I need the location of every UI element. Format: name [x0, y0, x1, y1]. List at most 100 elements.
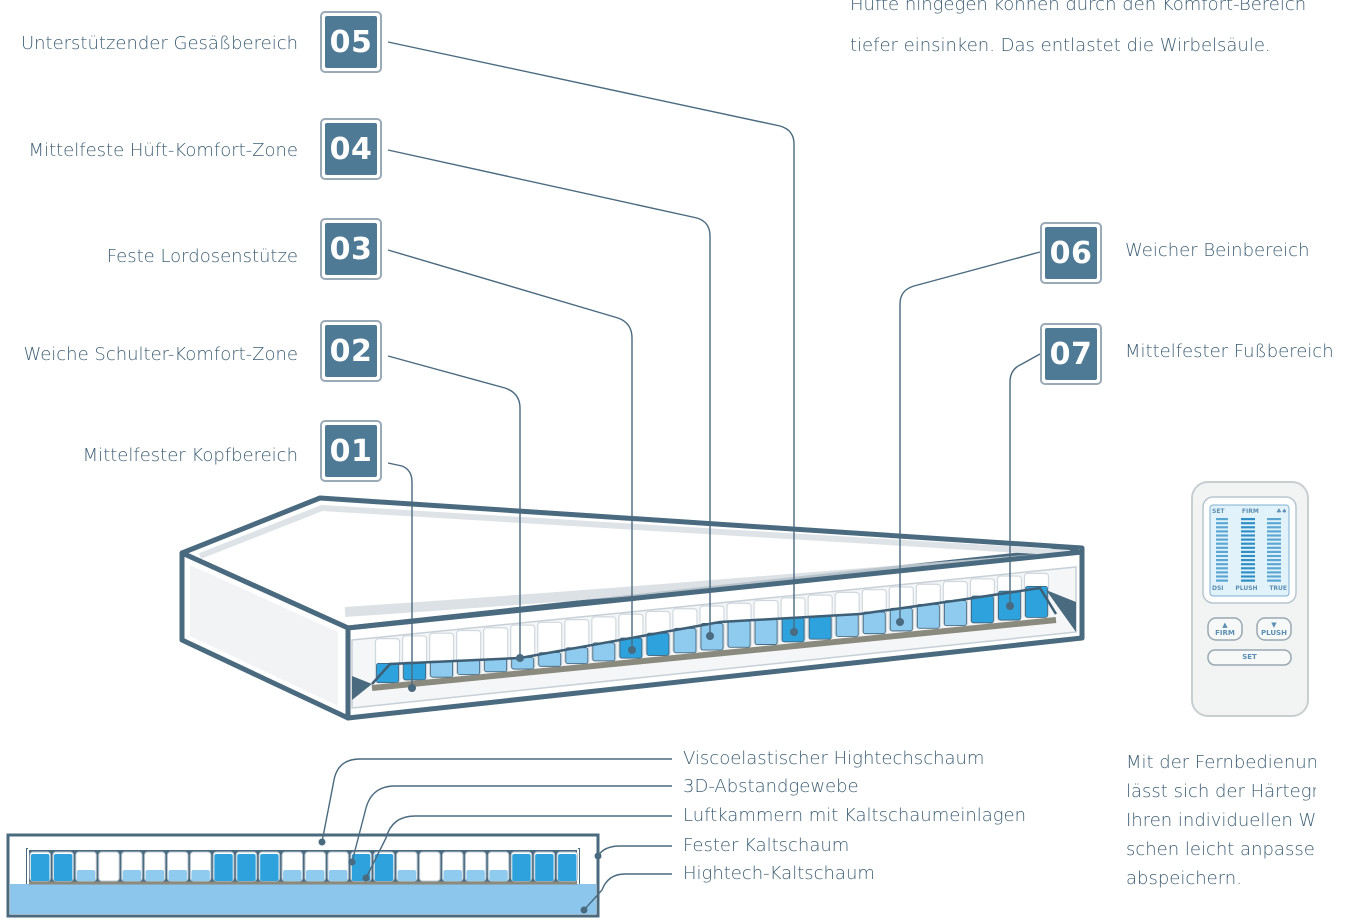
- zone-leader-dots: [408, 602, 1014, 692]
- section-chamber-fill: [122, 870, 142, 881]
- mattress-chamber-fill: [970, 595, 994, 624]
- section-chamber-fill: [512, 854, 531, 881]
- mattress-chambers: [374, 572, 1050, 684]
- intro-line-1: Hüfte hingegen können durch den Komfort-…: [850, 0, 1307, 15]
- zone-07-badge: 07: [1040, 323, 1102, 385]
- remote-level-bar: [1267, 567, 1281, 570]
- remote-control: [1191, 481, 1309, 717]
- section-chamber-fill: [306, 870, 325, 881]
- layer-label-spacer-fabric: 3D-Abstandgewebe: [683, 776, 859, 797]
- section-chamber-fill: [214, 854, 233, 881]
- remote-level-bar: [1267, 530, 1281, 533]
- remote-caption-5: abspeichern.: [1126, 868, 1242, 889]
- zone-05-badge: 05: [320, 11, 382, 73]
- cut-wedge-right: [1046, 590, 1076, 632]
- zone-02-label: Weiche Schulter-Komfort-Zone: [23, 344, 298, 365]
- remote-level-bar: [1241, 522, 1255, 525]
- remote-level-bar: [1241, 554, 1255, 558]
- section-chamber-fill: [443, 870, 462, 881]
- remote-firm-label: ▲FIRM: [1208, 621, 1242, 637]
- mattress-chamber-fill: [862, 611, 886, 635]
- arrow-up-icon: ▲: [1222, 621, 1228, 629]
- cut-wedge-left: [352, 676, 372, 700]
- remote-level-bar: [1216, 534, 1228, 537]
- zone-04-label: Mittelfeste Hüft-Komfort-Zone: [28, 140, 298, 161]
- mattress-chamber-fill: [916, 604, 940, 629]
- remote-caption-3: Ihren individuellen Wün: [1126, 810, 1316, 831]
- remote-level-bar: [1216, 526, 1228, 529]
- section-chamber: [419, 851, 441, 882]
- zone-06-number: 06: [1045, 227, 1097, 279]
- section-chamber-fill: [535, 854, 554, 881]
- remote-level-bar: [1241, 518, 1255, 521]
- remote-level-bar: [1267, 546, 1281, 549]
- remote-level-bar: [1267, 575, 1281, 578]
- remote-level-bar: [1267, 518, 1281, 521]
- section-chamber-fill: [260, 854, 279, 881]
- zone-02-badge: 02: [320, 320, 382, 382]
- zone-01-label: Mittelfester Kopfbereich: [82, 445, 298, 466]
- mattress-chamber-fill: [403, 661, 426, 681]
- layer-leader-lines: [321, 758, 672, 911]
- section-chamber-fill: [145, 870, 164, 881]
- remote-level-bar: [1267, 526, 1281, 529]
- zone-06-badge: 06: [1040, 222, 1102, 284]
- zone-04-number: 04: [325, 123, 377, 175]
- remote-level-bar: [1216, 579, 1228, 582]
- zone-07-number: 07: [1045, 328, 1097, 380]
- zone-03-badge: 03: [320, 218, 382, 280]
- remote-level-bar: [1216, 563, 1228, 566]
- remote-set-label: SET: [1242, 653, 1257, 661]
- mattress-chamber-fill: [808, 615, 832, 640]
- remote-caption-2: lässt sich der Härtegrad: [1126, 781, 1316, 802]
- remote-level-bar: [1241, 530, 1255, 533]
- zone-07-label: Mittelfester Fußbereich: [1125, 341, 1334, 362]
- section-chamber-fill: [466, 870, 485, 881]
- section-chamber-fill: [328, 870, 348, 881]
- mattress-chamber-fill: [1025, 586, 1048, 618]
- layer-label-hightech-foam: Hightech-Kaltschaum: [683, 863, 875, 884]
- remote-level-bar: [1267, 554, 1281, 558]
- mattress-chamber-fill: [673, 627, 697, 654]
- section-chamber-fill: [31, 854, 50, 881]
- remote-level-bar: [1241, 563, 1255, 566]
- remote-plush-label: ▼PLUSH: [1257, 621, 1291, 637]
- remote-level-bar: [1241, 542, 1255, 545]
- remote-level-bar: [1241, 575, 1255, 578]
- mattress-chamber-fill: [943, 600, 967, 626]
- remote-level-bar: [1267, 563, 1281, 566]
- zone-05-label: Unterstützender Gesäßbereich: [20, 33, 298, 54]
- remote-level-bar: [1241, 550, 1255, 553]
- remote-level-bar: [1216, 542, 1228, 545]
- section-chamber-fill: [237, 854, 256, 881]
- remote-level-bar: [1216, 571, 1228, 574]
- layer-label-air-chambers: Luftkammern mit Kaltschaumeinlagen: [683, 805, 1027, 826]
- remote-level-bar: [1267, 522, 1281, 525]
- mattress-chamber-fill: [376, 662, 399, 684]
- section-chambers: [29, 851, 578, 882]
- layer-label-viscoelastic: Viscoelastischer Hightechschaum: [683, 748, 985, 769]
- section-chamber-fill: [191, 870, 210, 881]
- remote-level-bar: [1216, 538, 1228, 541]
- remote-level-bar: [1267, 571, 1281, 574]
- remote-level-bar: [1241, 526, 1255, 529]
- mattress-chamber-fill: [646, 632, 670, 656]
- remote-level-bar: [1216, 554, 1228, 558]
- zone-04-badge: 04: [320, 118, 382, 180]
- remote-level-bar: [1241, 567, 1255, 570]
- remote-level-bar: [1267, 534, 1281, 537]
- zone-06-label: Weicher Beinbereich: [1125, 240, 1310, 261]
- mattress-chamber-fill: [835, 614, 859, 637]
- remote-level-bar: [1267, 538, 1281, 541]
- remote-caption-1: Mit der Fernbedienung: [1126, 752, 1316, 773]
- remote-level-bar: [1241, 571, 1255, 574]
- zone-02-number: 02: [325, 325, 377, 377]
- remote-level-bar: [1241, 559, 1255, 562]
- section-chamber-fill: [374, 854, 394, 881]
- mattress-chamber-fill: [484, 658, 508, 673]
- remote-level-bar: [1267, 559, 1281, 562]
- remote-level-bar: [1267, 579, 1281, 582]
